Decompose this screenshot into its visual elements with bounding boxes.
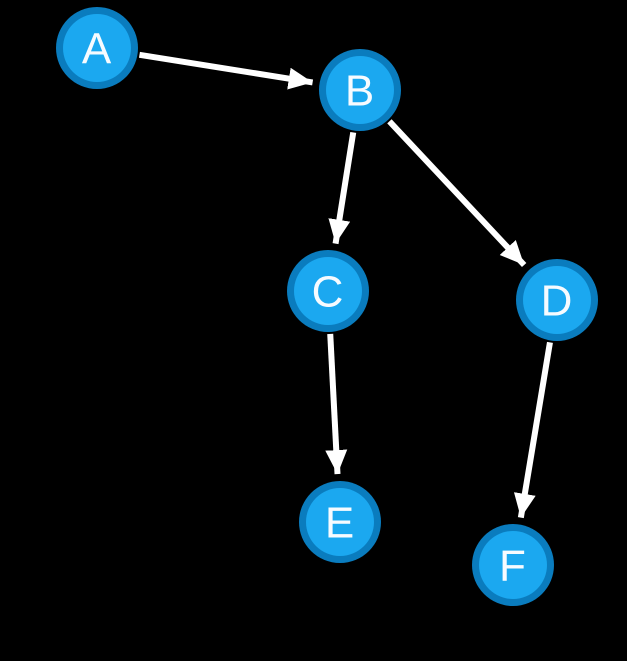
graph-node-F[interactable]: F	[472, 524, 554, 606]
edge-B-to-C-arrow	[328, 131, 357, 245]
graph-node-B[interactable]: B	[319, 49, 401, 131]
node-fill	[479, 531, 547, 599]
graph-node-A[interactable]: A	[56, 7, 138, 89]
edge-C-to-E-arrow	[325, 333, 348, 475]
node-label: B	[345, 67, 375, 116]
node-fill	[523, 266, 591, 334]
node-fill	[326, 56, 394, 124]
node-fill	[63, 14, 131, 82]
edge-D-to-F-arrow	[513, 341, 553, 519]
node-label: D	[541, 277, 574, 326]
node-fill	[294, 257, 362, 325]
graph-node-C[interactable]: C	[287, 250, 369, 332]
edge-A-to-B-arrow	[138, 51, 314, 90]
node-label: F	[499, 542, 527, 591]
graph-node-E[interactable]: E	[299, 481, 381, 563]
graph-node-D[interactable]: D	[516, 259, 598, 341]
node-label: A	[82, 25, 112, 74]
node-fill	[306, 488, 374, 556]
edge-B-to-D-arrow	[387, 119, 527, 268]
node-label: E	[325, 499, 355, 548]
node-label: C	[312, 268, 345, 317]
edges-layer	[138, 51, 553, 519]
nodes-layer: A B C D E F	[56, 7, 598, 606]
